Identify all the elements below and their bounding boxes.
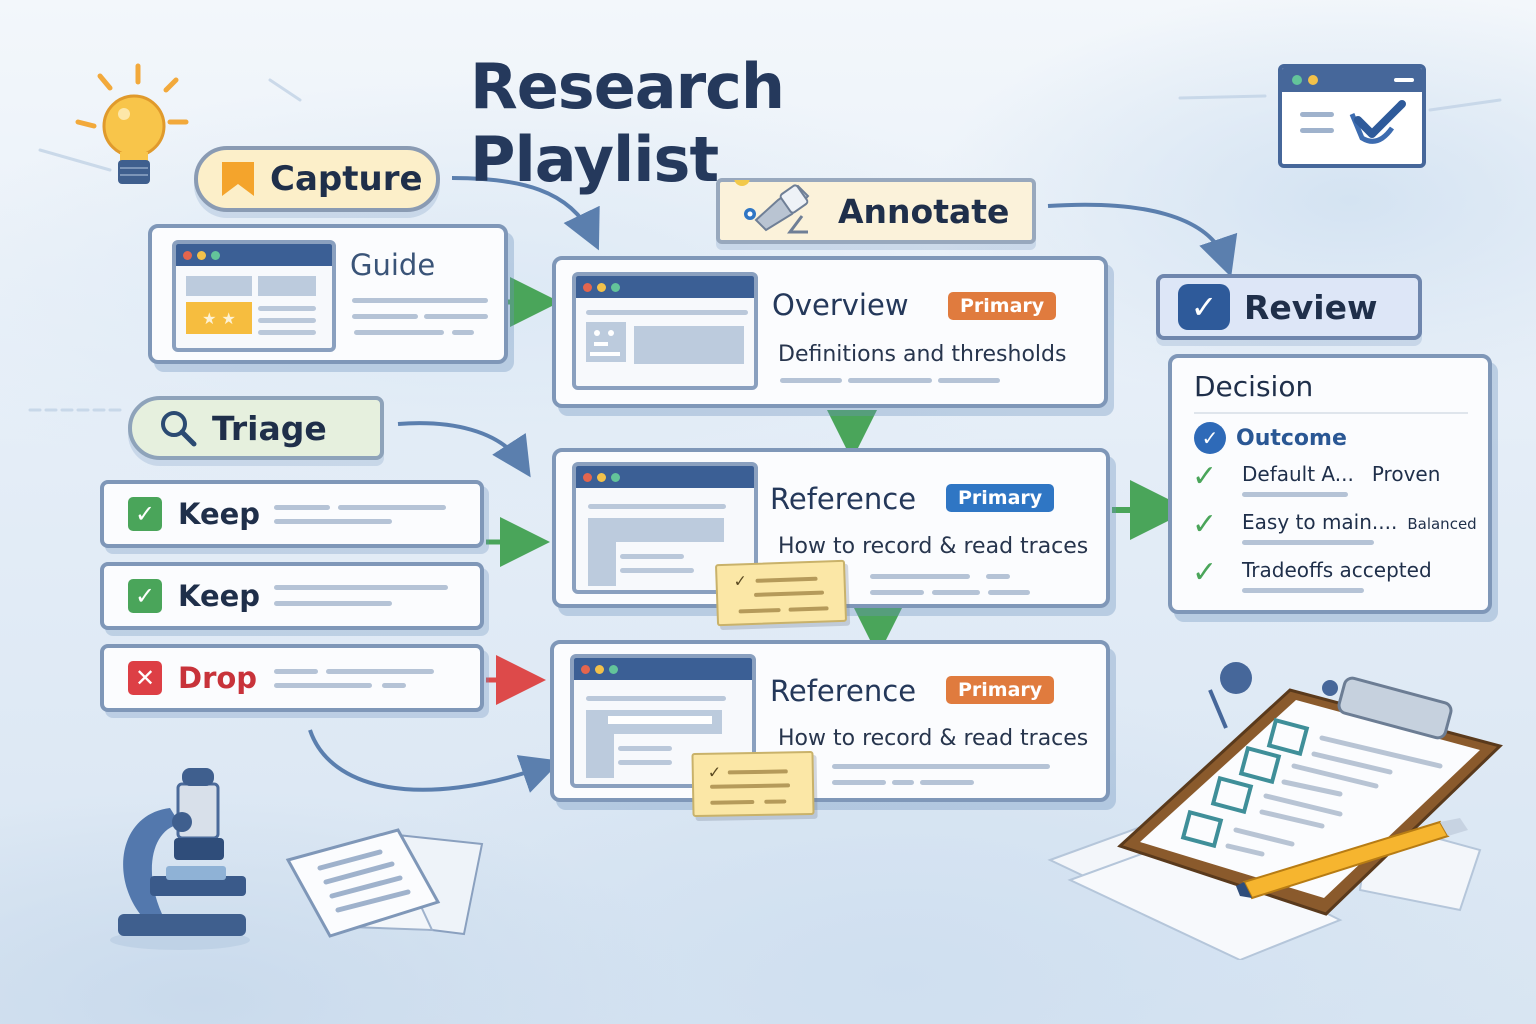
stage-triage-label: Triage: [212, 408, 327, 448]
check-icon: ✓: [707, 762, 722, 782]
sticky-note[interactable]: ✓: [714, 559, 848, 627]
card-title: Guide: [350, 248, 436, 282]
browser-thumbnail: ★ ★: [172, 240, 336, 352]
check-circle-icon: ✓: [1194, 422, 1226, 454]
card-subtitle: How to record & read traces: [778, 726, 1089, 751]
browser-check-illustration: [1278, 64, 1426, 168]
triage-status-label: Keep: [178, 579, 261, 613]
card-title: Overview: [772, 288, 909, 322]
stage-annotate-label: Annotate: [838, 191, 1010, 231]
page-title: Research Playlist: [470, 50, 785, 196]
divider: [1194, 412, 1468, 414]
stage-capture[interactable]: Capture: [194, 146, 440, 212]
criterion-item: ✓ Easy to main.... Balanced: [1192, 510, 1477, 545]
decision-panel: Decision ✓ Outcome ✓ Default A... Proven…: [1168, 354, 1492, 614]
browser-thumbnail: [572, 272, 758, 390]
triage-status-label: Keep: [178, 497, 261, 531]
check-icon: ✓: [1192, 507, 1218, 542]
stage-review[interactable]: ✓ Review: [1156, 274, 1422, 340]
criterion-text: Default A...: [1242, 462, 1354, 486]
check-icon: ✓: [128, 579, 162, 613]
checkbox-icon: ✓: [1178, 284, 1230, 330]
annotate-card-reference-2[interactable]: Reference Primary How to record & read t…: [550, 640, 1110, 802]
papers-icon: [285, 828, 484, 938]
search-icon: [161, 411, 197, 447]
criterion-text: Easy to main....: [1242, 510, 1398, 534]
capture-card-guide[interactable]: ★ ★ Guide: [148, 224, 508, 364]
criterion-item: ✓ Tradeoffs accepted: [1192, 558, 1432, 593]
criterion-tag: Balanced: [1407, 515, 1477, 533]
annotate-card-reference-1[interactable]: Reference Primary How to record & read t…: [552, 448, 1110, 608]
criterion-tag: Proven: [1371, 462, 1441, 486]
highlighter-icon: [734, 180, 810, 234]
check-icon: ✓: [733, 571, 748, 591]
check-icon: ✓: [128, 497, 162, 531]
annotate-card-overview[interactable]: Overview Primary Definitions and thresho…: [552, 256, 1108, 408]
check-icon: ✓: [1192, 459, 1218, 494]
bookmark-icon: [222, 162, 254, 196]
criterion-text: Tradeoffs accepted: [1242, 558, 1432, 582]
triage-row-keep[interactable]: ✓ Keep: [100, 480, 484, 548]
triage-row-drop[interactable]: ✕ Drop: [100, 644, 484, 712]
card-title: Reference: [770, 674, 917, 708]
sticky-note[interactable]: ✓: [691, 750, 815, 818]
badge-primary: Primary: [946, 484, 1055, 512]
card-title: Reference: [770, 482, 917, 516]
stage-annotate[interactable]: Annotate: [716, 178, 1036, 244]
criterion-item: ✓ Default A... Proven: [1192, 462, 1440, 497]
outcome-header: ✓ Outcome: [1194, 422, 1347, 454]
check-icon: ✓: [1192, 555, 1218, 590]
lightbulb-icon: [75, 63, 189, 184]
card-subtitle: Definitions and thresholds: [778, 342, 1067, 367]
triage-row-keep[interactable]: ✓ Keep: [100, 562, 484, 630]
stage-capture-label: Capture: [270, 159, 423, 199]
stage-triage[interactable]: Triage: [128, 396, 384, 460]
microscope-icon: [110, 768, 250, 950]
stage-review-label: Review: [1244, 287, 1378, 327]
triage-status-label: Drop: [178, 661, 258, 695]
check-shield-icon: [1349, 100, 1406, 144]
badge-primary: Primary: [948, 292, 1057, 320]
badge-primary: Primary: [946, 676, 1055, 704]
card-subtitle: How to record & read traces: [778, 534, 1089, 559]
star-rating-icon: ★ ★: [186, 302, 252, 334]
decision-title: Decision: [1194, 370, 1314, 403]
outcome-label: Outcome: [1236, 425, 1347, 451]
clipboard-checklist-icon: [1047, 662, 1503, 960]
x-icon: ✕: [128, 661, 162, 695]
